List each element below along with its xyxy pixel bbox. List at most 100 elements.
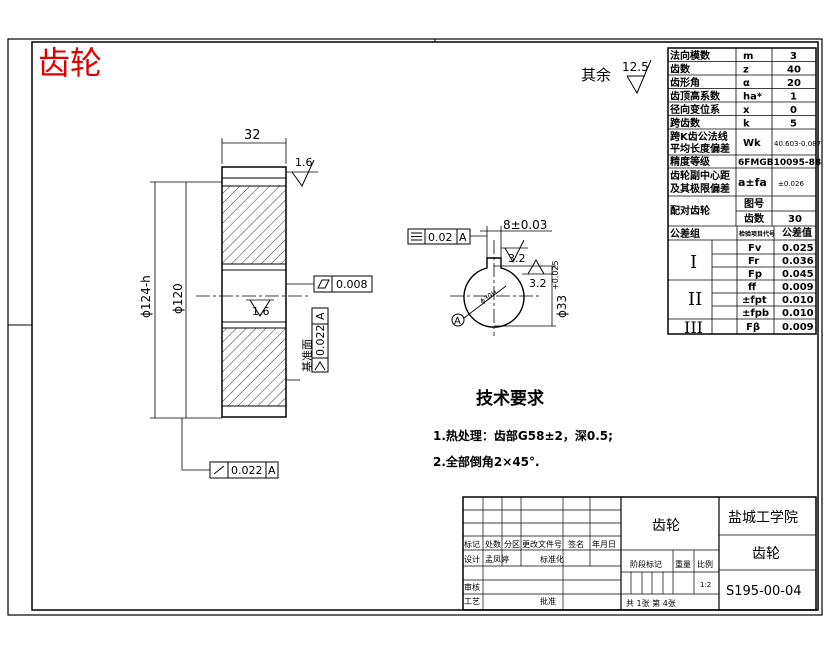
wk-sym: Wk (743, 138, 761, 149)
center-val: ±0.026 (778, 180, 804, 188)
mate-name: 配对齿轮 (670, 204, 710, 217)
tb-zone: 分区 (504, 540, 520, 549)
row-sym: α (743, 78, 750, 89)
roughness-default-symbol (626, 59, 652, 95)
tb-process: 工艺 (464, 597, 480, 606)
wk-name2: 平均长度偏差 (670, 142, 730, 155)
group-item-sym: Fp (748, 269, 762, 280)
roughness-top: 1.6 (295, 156, 313, 169)
mate-drawing: 图号 (744, 198, 764, 210)
roughness-b: 3.2 (529, 277, 547, 290)
sym-tol: 0.02 (428, 231, 453, 244)
tb-scale-val: 1:2 (700, 581, 711, 589)
tb-sheets: 共 1张 第 4张 (626, 598, 676, 608)
accuracy-val: 6FMGB10095-88 (738, 158, 821, 168)
group-item-sym: Fβ (746, 322, 760, 333)
tb-part-name: 齿轮 (652, 518, 680, 534)
row-name: 法向模数 (670, 49, 711, 62)
tb-sign: 签名 (568, 539, 584, 549)
red-title: 齿轮 (38, 44, 102, 82)
roughness-default-value: 12.5 (622, 60, 649, 74)
center-name1: 齿轮副中心距 (670, 169, 730, 182)
flatness-icon (317, 279, 330, 289)
bore-dia: ϕ33 (555, 295, 569, 318)
group-item-val: 0.010 (782, 295, 814, 306)
row-sym: k (743, 119, 750, 130)
center-name2: 及其极限偏差 (670, 182, 730, 195)
row-val: 20 (787, 78, 801, 89)
roughness-mid: 1.6 (252, 305, 270, 318)
row-sym: m (743, 51, 753, 62)
row-sym: x (743, 105, 750, 116)
ref-face-label: 基准面 (301, 339, 314, 372)
symmetry-icon (411, 232, 422, 241)
group-roman-3: III (684, 318, 703, 337)
row-name: 径向变位系 (670, 103, 720, 116)
accuracy-name: 精度等级 (670, 155, 711, 168)
tb-std: 标准化 (540, 554, 564, 564)
runout-datum: A (314, 312, 327, 320)
roughness-a: 3.2 (508, 252, 526, 265)
tb-designer: 孟凤婷 (485, 554, 509, 564)
row-sym: ha* (743, 92, 763, 103)
group-label: 公差组 (670, 227, 700, 240)
bottom-tol: 0.022 (231, 464, 263, 477)
group-item-sym: ff (748, 282, 757, 293)
bottom-datum: A (268, 464, 276, 477)
group-item-val: 0.009 (782, 282, 814, 293)
row-name: 齿形角 (670, 76, 700, 89)
wk-name1: 跨K齿公法线 (670, 130, 728, 143)
tech-req-line2: 2.全部倒角2×45°. (433, 454, 540, 469)
param-table: 法向模数 m 3 齿数 z 40 齿形角 α 20 齿顶高系数 ha* 1 径向… (667, 47, 821, 337)
tb-count: 处数 (485, 539, 501, 549)
tb-weight: 重量 (675, 559, 691, 569)
row-val: 0 (790, 105, 797, 116)
row-sym: z (743, 65, 749, 76)
roughness-default-prefix: 其余 (581, 66, 611, 84)
datum-letter: A (454, 316, 461, 327)
runout-tol: 0.022 (314, 325, 327, 357)
dia-inner: ϕ120 (171, 283, 185, 314)
tb-mark: 标记 (464, 539, 480, 549)
group-item-sym: Fr (748, 256, 759, 267)
mate-teeth-label: 齿数 (744, 212, 765, 225)
center-sym: a±fa (738, 176, 767, 189)
row-val: 5 (790, 119, 797, 130)
title-block: 标记 处数 分区 更改文件号 签名 年月日 设计 孟凤婷 标准化 审核 工艺 批… (462, 496, 817, 611)
group-item-sym: ±fpb (742, 308, 769, 319)
group-col2: 检验项目代号 (739, 230, 775, 238)
tech-req-heading: 技术要求 (476, 388, 544, 409)
tb-scale: 比例 (697, 559, 713, 569)
tb-part-name2: 齿轮 (752, 546, 780, 562)
tb-doc: 更改文件号 (522, 539, 562, 549)
row-name: 跨齿数 (670, 117, 701, 130)
group-roman-2: II (688, 289, 702, 310)
inner-frame (31, 41, 819, 611)
front-view: 32 1.6 ϕ124-h ϕ120 1.6 0.008 0.022 A 基准面 (139, 128, 373, 479)
width-dim: 32 (244, 128, 261, 143)
dia-outer: ϕ124-h (139, 275, 153, 318)
row-val: 40 (787, 65, 801, 76)
tb-school: 盐城工学院 (728, 510, 798, 526)
tb-stage: 阶段标记 (630, 559, 662, 569)
tb-approve: 批准 (540, 596, 556, 606)
sym-datum: A (459, 231, 467, 244)
key-width: 8±0.03 (503, 218, 547, 232)
bore-tol: +0.025 (551, 260, 560, 290)
group-item-val: 0.036 (782, 256, 814, 267)
group-item-val: 0.010 (782, 308, 814, 319)
row-val: 1 (790, 92, 797, 103)
group-item-sym: ±fpt (742, 295, 767, 306)
tb-design: 设计 (464, 554, 480, 564)
bore-note: ϕ30H (479, 289, 499, 306)
group-item-val: 0.045 (782, 269, 814, 280)
flatness-tol: 0.008 (336, 278, 368, 291)
outer-frame (7, 38, 823, 616)
tb-date: 年月日 (592, 539, 616, 549)
tb-drawing-no: S195-00-04 (726, 584, 802, 599)
group-roman-1: I (690, 252, 697, 273)
row-name: 齿顶高系数 (670, 90, 721, 103)
group-item-val: 0.009 (782, 322, 814, 333)
tech-req-line1: 1.热处理：齿部G58±2，深0.5; (433, 428, 613, 443)
group-col3: 公差值 (782, 226, 812, 239)
